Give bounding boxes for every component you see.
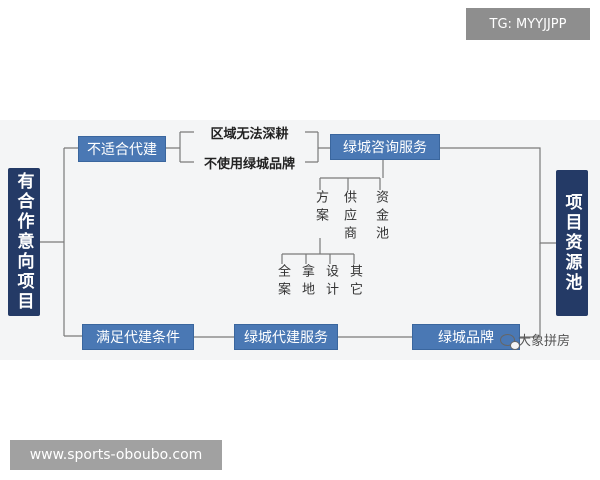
wechat-icon <box>500 333 520 350</box>
left-root-node: 有合作意向项目 <box>8 168 40 316</box>
watermark-bottom: www.sports-oboubo.com <box>10 440 222 470</box>
right-root-node: 项目资源池 <box>556 170 588 316</box>
node-not-suitable: 不适合代建 <box>78 136 166 162</box>
node-meets-conditions: 满足代建条件 <box>82 324 194 350</box>
pool-item-supplier: 供应商 <box>341 190 356 244</box>
leaf-land: 拿地 <box>299 264 314 300</box>
pool-item-plan: 方案 <box>313 190 328 226</box>
credit-text: 大象拼房 <box>518 334 571 349</box>
leaf-design: 设计 <box>323 264 338 300</box>
watermark-top: TG: MYYJJPP <box>466 8 590 40</box>
leaf-full-service: 全案 <box>275 264 290 300</box>
node-reason-region: 区域无法深耕 <box>210 126 289 142</box>
pool-item-fund: 资金池 <box>373 190 388 244</box>
node-consulting-service: 绿城咨询服务 <box>330 134 440 160</box>
leaf-other: 其它 <box>347 264 362 300</box>
node-agency-service: 绿城代建服务 <box>234 324 338 350</box>
wechat-credit: 大象拼房 <box>500 330 571 350</box>
node-reason-brand: 不使用绿城品牌 <box>203 156 295 172</box>
